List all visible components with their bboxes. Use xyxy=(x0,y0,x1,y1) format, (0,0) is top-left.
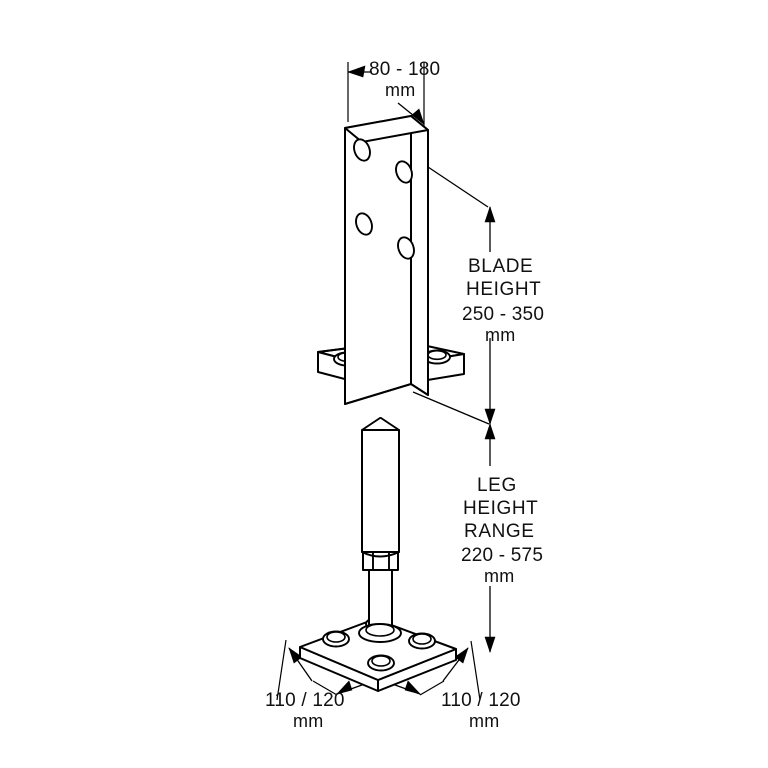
dimension-lines-group xyxy=(276,62,496,701)
blade-height-label-line2: HEIGHT xyxy=(466,279,541,300)
blade-top-face xyxy=(344,115,429,143)
base-left-unit: mm xyxy=(293,711,323,731)
base-left-value: 110 / 120 xyxy=(265,690,345,711)
base-plate-hole-right-inner xyxy=(412,633,432,645)
base-right-unit: mm xyxy=(469,711,499,731)
leg-tube-top-left-bevel xyxy=(361,417,381,431)
leg-height-unit: mm xyxy=(484,566,514,586)
arrowhead-base-left-upper xyxy=(288,647,303,664)
base-right-value: 110 / 120 xyxy=(441,690,521,711)
blade-bottom-edge xyxy=(344,383,412,405)
blade-hole-top-left xyxy=(353,138,371,162)
leader-blade-top xyxy=(427,166,489,208)
arrowhead-base-right-lower xyxy=(404,680,421,695)
arrowhead-blade-height-top xyxy=(484,206,496,223)
leg-height-label-line2: HEIGHT xyxy=(463,498,538,519)
ext-connector-base-left xyxy=(312,680,338,696)
blade-height-label-line1: BLADE xyxy=(468,256,533,277)
blade-hole-bottom-left xyxy=(355,212,373,236)
blade-width-unit: mm xyxy=(385,80,415,100)
blade-width-value: 80 - 180 xyxy=(369,59,440,80)
leg-base-flange-inner xyxy=(365,623,395,637)
telescoping-leg xyxy=(358,417,402,643)
leg-base-flange xyxy=(358,623,402,643)
ext-line-base-right-outer xyxy=(470,640,481,701)
arrowhead-leg-height-top xyxy=(484,423,496,440)
arrowhead-base-left-lower xyxy=(336,680,353,695)
leg-upper-tube xyxy=(361,429,400,553)
leader-mid-plate xyxy=(412,391,490,425)
arrowhead-blade-width-left xyxy=(347,65,366,78)
ext-line-base-left-outer xyxy=(276,639,287,701)
arrowhead-blade-width-right xyxy=(411,108,425,125)
blade-main-face xyxy=(344,115,412,405)
base-plate-hole-front-inner xyxy=(371,655,391,667)
blade-height-value: 250 - 350 xyxy=(462,304,544,325)
dimension-labels-group: 80 - 180 mm BLADE HEIGHT 250 - 350 mm LE… xyxy=(265,59,544,731)
arrowhead-blade-height-bottom xyxy=(484,408,496,425)
arrowhead-base-right-upper xyxy=(454,647,469,664)
leg-height-label-line3: RANGE xyxy=(464,521,535,542)
ext-connector-base-right xyxy=(419,680,445,696)
leg-height-value: 220 - 575 xyxy=(461,545,543,566)
blade-hole-bottom-right xyxy=(397,236,415,260)
vertical-blade-plate xyxy=(344,115,429,405)
arrowhead-leg-height-bottom xyxy=(484,636,496,653)
blade-height-unit: mm xyxy=(485,325,515,345)
blade-hole-top-right xyxy=(395,160,413,184)
leg-height-label-line1: LEG xyxy=(477,475,517,496)
leg-upper-tube-bottom-curve xyxy=(361,551,400,558)
leg-tube-top-right-bevel xyxy=(380,417,400,431)
base-plate-hole-left-inner xyxy=(326,631,346,643)
blade-bottom-right-edge xyxy=(410,383,429,396)
